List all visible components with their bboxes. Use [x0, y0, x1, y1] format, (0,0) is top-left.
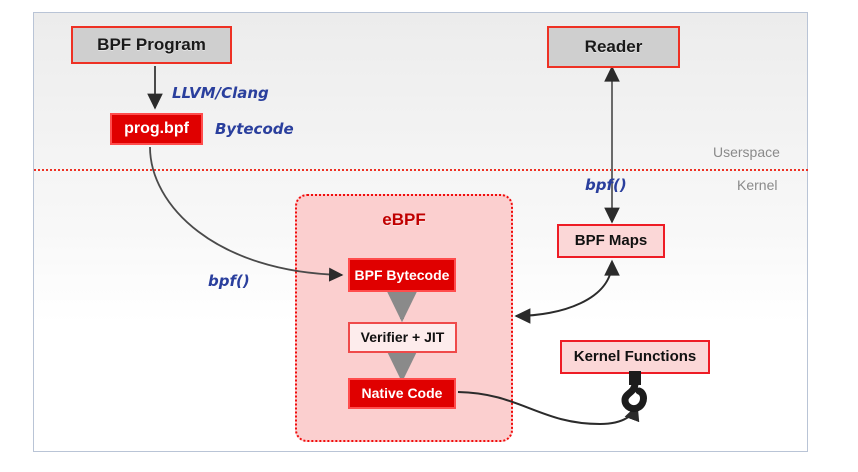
- node-kernel-functions-label: Kernel Functions: [573, 348, 697, 366]
- zone-label-userspace: Userspace: [713, 144, 780, 160]
- node-bpf-bytecode[interactable]: BPF Bytecode: [348, 258, 456, 292]
- hook-icon: [615, 371, 659, 419]
- node-verifier-jit-label: Verifier + JIT: [360, 329, 445, 346]
- ebpf-container-label: eBPF: [382, 210, 426, 229]
- edge-label-bpf-syscall-left: bpf(): [208, 272, 250, 290]
- node-prog-bpf-label: prog.bpf: [124, 119, 189, 137]
- node-native-code-label: Native Code: [361, 385, 443, 402]
- node-bpf-program-label: BPF Program: [97, 35, 206, 55]
- edge-label-bpf-syscall-right: bpf(): [585, 176, 627, 194]
- edge-label-llvm-clang: LLVM/Clang: [172, 84, 269, 102]
- node-bpf-maps[interactable]: BPF Maps: [557, 224, 665, 258]
- node-bpf-bytecode-label: BPF Bytecode: [354, 266, 450, 283]
- node-kernel-functions[interactable]: Kernel Functions: [560, 340, 710, 374]
- node-native-code[interactable]: Native Code: [348, 378, 456, 409]
- node-prog-bpf[interactable]: prog.bpf: [110, 113, 203, 145]
- node-reader[interactable]: Reader: [547, 26, 680, 68]
- node-bpf-maps-label: BPF Maps: [574, 232, 648, 250]
- zone-label-kernel: Kernel: [737, 177, 778, 193]
- node-bpf-program[interactable]: BPF Program: [71, 26, 232, 64]
- userspace-kernel-divider: [34, 169, 808, 171]
- node-verifier-jit[interactable]: Verifier + JIT: [348, 322, 457, 353]
- node-reader-label: Reader: [584, 37, 643, 57]
- edge-label-bytecode: Bytecode: [215, 120, 294, 138]
